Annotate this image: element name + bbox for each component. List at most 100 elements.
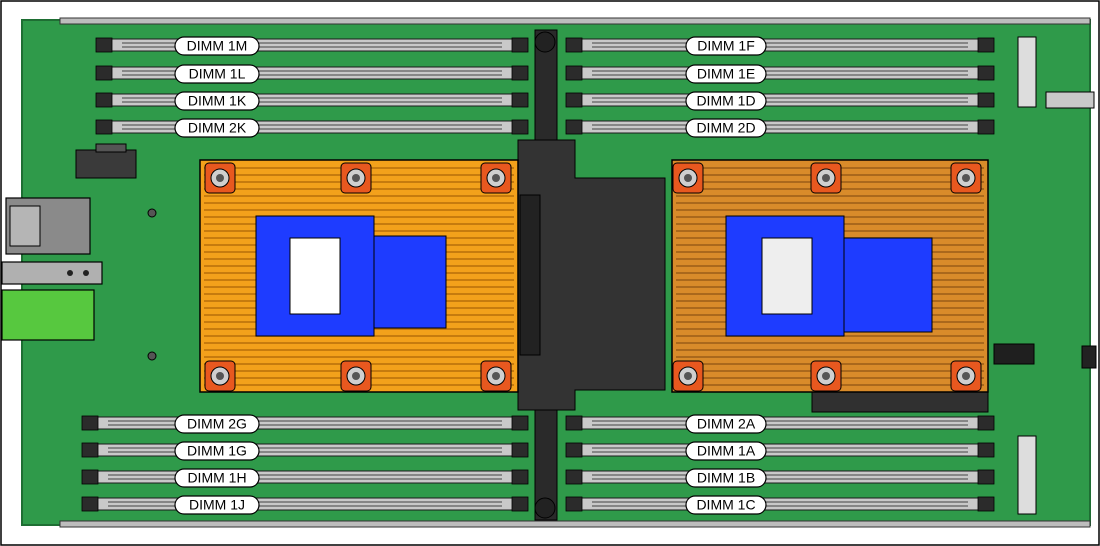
dimm-label: DIMM 1C [685, 495, 767, 515]
screw-head [962, 174, 970, 182]
dimm-slot [565, 496, 995, 512]
dimm-slot-body [85, 470, 525, 484]
bracket-hole [67, 270, 73, 276]
dimm-slot-body [99, 93, 525, 107]
dimm-slot-body [569, 497, 991, 511]
dimm-slot [565, 469, 995, 485]
dimm-slot-latch [565, 65, 583, 81]
left-io [1, 143, 157, 361]
dimm-label: DIMM 1A [685, 441, 767, 461]
bracket-hole [83, 270, 89, 276]
dimm-slot [81, 496, 529, 512]
dimm-slot-latch [95, 119, 113, 135]
dimm-label: DIMM 2D [685, 118, 767, 138]
dimm-slot-latch [565, 469, 583, 485]
dimm-slot [81, 442, 529, 458]
bottom-rail [59, 520, 1091, 528]
dimm-slot-latch [81, 415, 99, 431]
center-airflow-divider [517, 29, 666, 521]
cpu-rear-heatsink [671, 159, 989, 393]
dimm-slot-latch [511, 469, 529, 485]
dimm-slot-body [85, 497, 525, 511]
dimm-label-text: DIMM 1C [696, 497, 755, 513]
cpu-front-heatsink [199, 159, 519, 393]
screw-head [216, 372, 224, 380]
dimm-slot-body [85, 443, 525, 457]
screw-head [822, 372, 830, 380]
dimm-slot-latch [977, 92, 995, 108]
dimm-slot-latch [565, 496, 583, 512]
dimm-label-group-top-left: DIMM 1M DIMM 1L DIMM 1K DIMM 2K [174, 36, 260, 138]
left-bracket [1, 261, 103, 285]
dimm-label: DIMM 2G [174, 414, 260, 434]
dimm-label: DIMM 1H [174, 468, 260, 488]
standoff [147, 208, 157, 218]
dimm-slot-latch [511, 65, 529, 81]
dimm-label: DIMM 1J [174, 495, 260, 515]
dimm-slot-body [569, 120, 991, 134]
dimm-slot-latch [977, 65, 995, 81]
dimm-slot [81, 469, 529, 485]
dimm-slot [565, 65, 995, 81]
dimm-slot-latch [95, 37, 113, 53]
standoff [147, 351, 157, 361]
dimm-label: DIMM 1L [174, 64, 260, 84]
dimm-label: DIMM 1G [174, 441, 260, 461]
dimm-slot-latch [81, 469, 99, 485]
dimm-slot [565, 92, 995, 108]
dimm-label-text: DIMM 1G [187, 443, 247, 459]
dimm-slot-latch [511, 442, 529, 458]
dimm-slot-latch [511, 415, 529, 431]
dimm-label: DIMM 1F [685, 36, 767, 56]
top-rail [59, 17, 1091, 25]
dimm-slot-latch [565, 119, 583, 135]
dimm-slot [565, 119, 995, 135]
dimm-label-text: DIMM 1J [189, 497, 245, 513]
dimm-label-text: DIMM 2A [697, 416, 756, 432]
screw-head [822, 174, 830, 182]
dimm-slot-body [569, 93, 991, 107]
dimm-label-text: DIMM 1F [697, 38, 755, 54]
dimm-label-group-top-right: DIMM 1F DIMM 1E DIMM 1D DIMM 2D [685, 36, 767, 138]
dimm-slot-latch [977, 37, 995, 53]
screw-head [684, 372, 692, 380]
dimm-label-text: DIMM 1E [697, 66, 755, 82]
cpu-label-plate-ext [373, 235, 447, 329]
cpu-label-plate-ext [843, 237, 933, 333]
dimm-slot [565, 415, 995, 431]
dimm-slot-body [569, 416, 991, 430]
dimm-label-text: DIMM 1H [187, 470, 246, 486]
dimm-slot-latch [977, 415, 995, 431]
dimm-label: DIMM 2A [685, 414, 767, 434]
dimm-slot [81, 415, 529, 431]
cpu-label-barcode [289, 237, 341, 315]
dimm-slot-body [569, 443, 991, 457]
dimm-label-group-bottom-left: DIMM 2G DIMM 1G DIMM 1H DIMM 1J [174, 414, 260, 515]
screw-head [684, 174, 692, 182]
dimm-slot-latch [81, 496, 99, 512]
dimm-slot [565, 442, 995, 458]
dimm-label: DIMM 1B [685, 468, 767, 488]
dimm-slot-latch [977, 469, 995, 485]
dimm-label-text: DIMM 1A [697, 443, 756, 459]
dimm-slot-latch [565, 92, 583, 108]
dimm-label-text: DIMM 1L [189, 66, 246, 82]
dimm-slot-body [569, 66, 991, 80]
dimm-slot-latch [511, 119, 529, 135]
dimm-label: DIMM 1D [685, 91, 767, 111]
dimm-label-text: DIMM 2K [188, 120, 247, 136]
dimm-slot-latch [511, 496, 529, 512]
dimm-slot [95, 119, 529, 135]
screw-head [962, 372, 970, 380]
screw-head [352, 174, 360, 182]
dimm-slot-latch [977, 496, 995, 512]
dimm-label-text: DIMM 1M [187, 38, 248, 54]
dimm-slot-body [569, 470, 991, 484]
dimm-slot-latch [95, 92, 113, 108]
dimm-label: DIMM 1M [174, 36, 260, 56]
dimm-slot-body [569, 38, 991, 52]
right-side-components [811, 36, 1097, 515]
dimm-slot-latch [977, 442, 995, 458]
screw-head [216, 174, 224, 182]
dimm-slot-latch [95, 65, 113, 81]
